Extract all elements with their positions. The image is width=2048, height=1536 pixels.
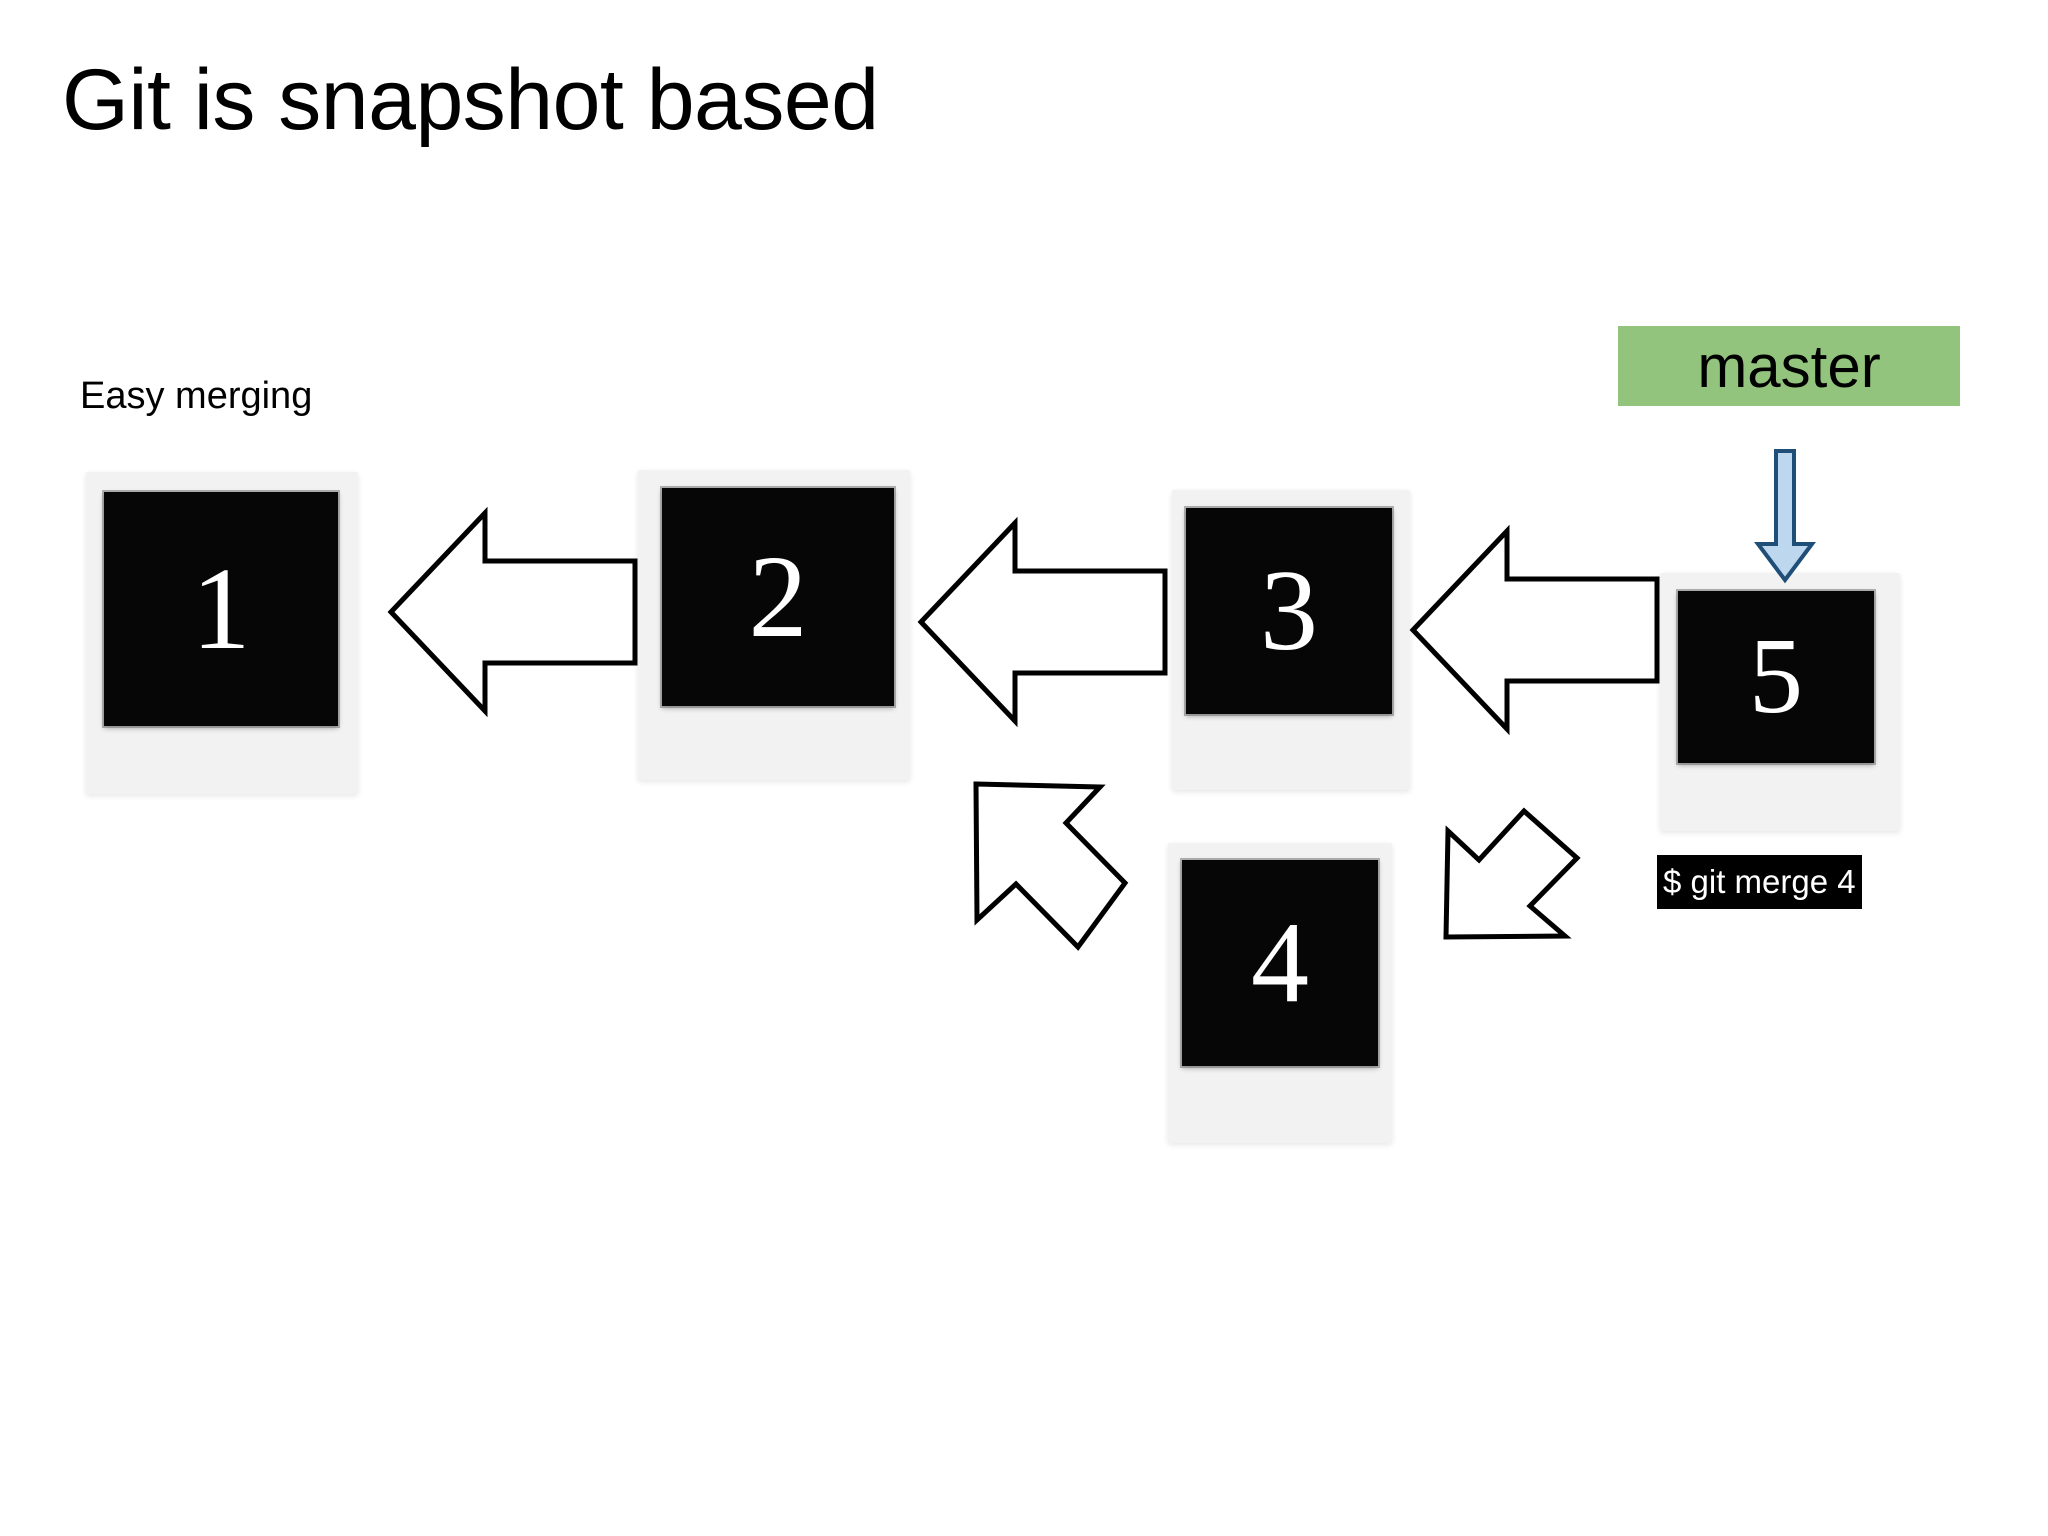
snapshot-polaroid-2[interactable]: 2: [638, 470, 910, 780]
left-arrow-icon-5-to-3: [1409, 524, 1660, 736]
snapshot-polaroid-5[interactable]: 5: [1660, 573, 1900, 831]
caption-easy-merging: Easy merging: [80, 375, 313, 417]
snapshot-number-4: 4: [1251, 899, 1309, 1027]
down-left-arrow-icon-5-to-4: [1443, 807, 1581, 940]
snapshot-photo-1: 1: [104, 492, 338, 726]
snapshot-photo-5: 5: [1678, 591, 1874, 763]
snapshot-photo-3: 3: [1186, 508, 1392, 714]
snapshot-polaroid-4[interactable]: 4: [1168, 843, 1392, 1143]
left-arrow-icon-2-to-1: [387, 506, 638, 718]
down-arrow-icon-branch-pointer: [1754, 449, 1816, 584]
snapshot-number-1: 1: [191, 543, 251, 674]
branch-label-master[interactable]: master: [1618, 326, 1960, 406]
snapshot-number-5: 5: [1749, 617, 1803, 736]
command-chip-git-merge: $ git merge 4: [1657, 855, 1862, 909]
snapshot-photo-2: 2: [662, 488, 894, 706]
snapshot-polaroid-3[interactable]: 3: [1172, 490, 1410, 790]
snapshot-polaroid-1[interactable]: 1: [86, 472, 358, 794]
snapshot-photo-4: 4: [1182, 860, 1378, 1066]
left-arrow-icon-3-to-2: [917, 516, 1168, 728]
page-title: Git is snapshot based: [62, 52, 879, 148]
snapshot-number-2: 2: [748, 531, 808, 662]
snapshot-number-3: 3: [1260, 547, 1318, 675]
up-left-arrow-icon-4-to-3: [973, 781, 1129, 951]
